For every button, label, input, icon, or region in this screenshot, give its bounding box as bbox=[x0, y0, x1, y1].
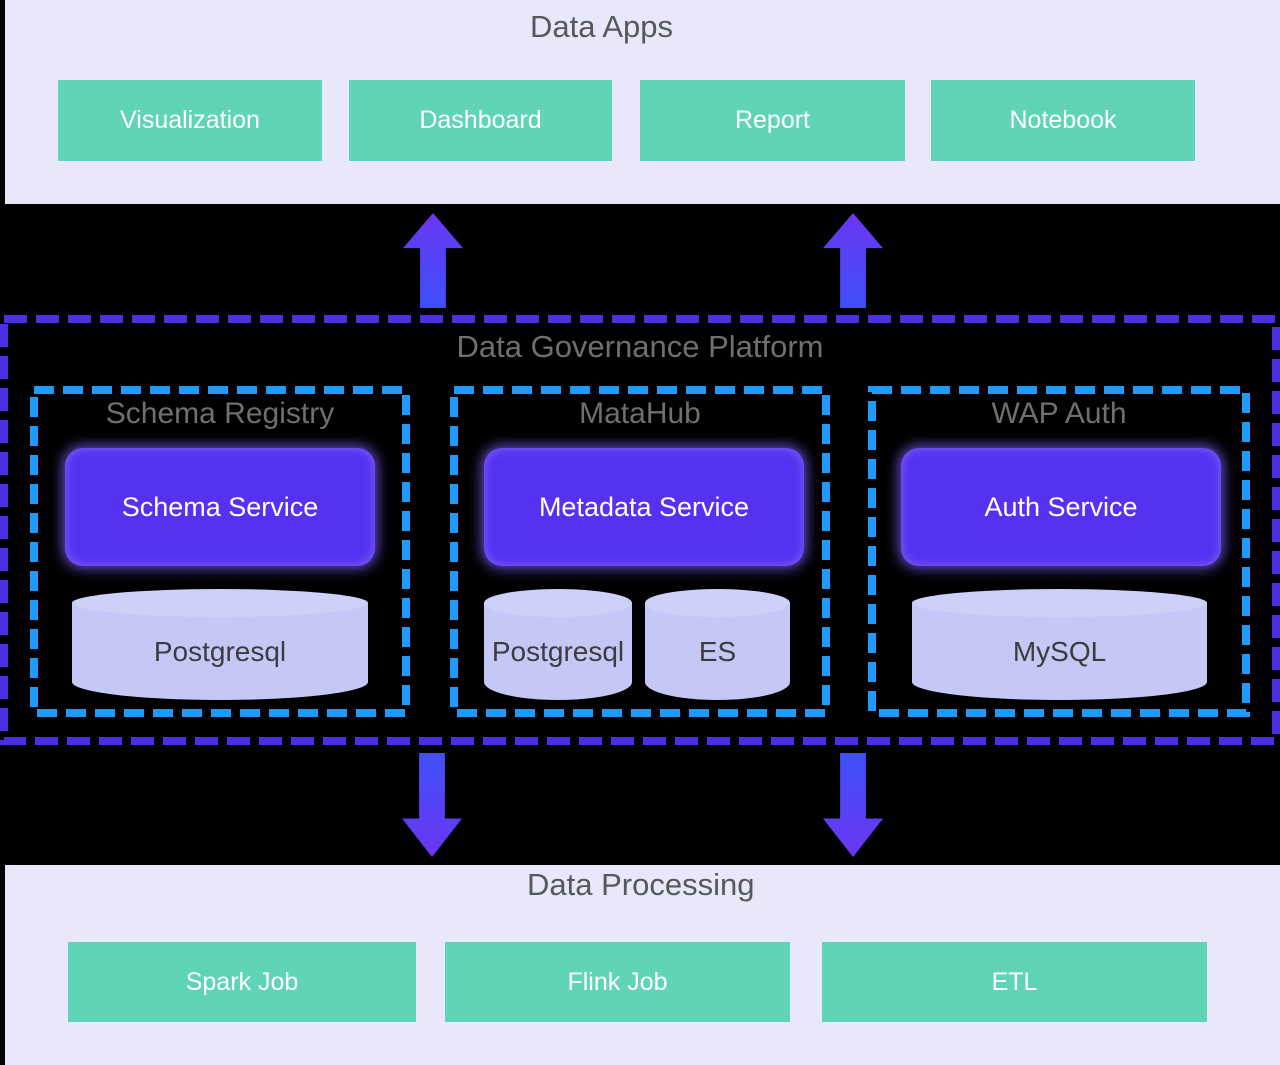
governance-platform-section: Data Governance Platform Schema Registry… bbox=[0, 315, 1280, 745]
visualization-label: Visualization bbox=[120, 106, 260, 134]
matahub-dashed-border bbox=[450, 386, 830, 717]
data-apps-section: Visualization Dashboard Report Notebook bbox=[5, 0, 1280, 204]
notebook-label: Notebook bbox=[1009, 106, 1117, 134]
etl-box: ETL bbox=[822, 942, 1207, 1022]
es-cylinder: ES bbox=[645, 589, 790, 700]
flink-job-label: Flink Job bbox=[567, 967, 668, 996]
flink-job-box: Flink Job bbox=[445, 942, 790, 1022]
postgresql-label: Postgresql bbox=[153, 635, 287, 667]
metadata-service-label: Metadata Service bbox=[538, 491, 750, 522]
notebook-box: Notebook bbox=[931, 80, 1195, 161]
wap-auth-title: WAP Auth bbox=[991, 397, 1127, 430]
governance-platform-title: Data Governance Platform bbox=[456, 329, 824, 364]
schema-registry-title: Schema Registry bbox=[105, 397, 335, 430]
visualization-box: Visualization bbox=[58, 80, 322, 161]
dashboard-label: Dashboard bbox=[419, 106, 542, 134]
spark-job-box: Spark Job bbox=[68, 942, 416, 1022]
wap-auth-dashed-border bbox=[868, 386, 1250, 717]
auth-service-label: Auth Service bbox=[984, 491, 1138, 522]
data-processing-section: Spark Job Flink Job ETL bbox=[5, 865, 1280, 1065]
auth-service-box: Auth Service bbox=[901, 448, 1221, 566]
report-box: Report bbox=[640, 80, 905, 161]
schema-registry-group: Schema Registry Schema Service Postgresq… bbox=[30, 386, 410, 717]
mysql-cylinder: MySQL bbox=[912, 589, 1207, 700]
schema-service-box: Schema Service bbox=[65, 448, 375, 566]
es-label: ES bbox=[698, 635, 737, 667]
data-processing-title: Data Processing bbox=[527, 867, 755, 902]
metadata-service-box: Metadata Service bbox=[484, 448, 804, 566]
etl-label: ETL bbox=[991, 967, 1038, 996]
data-apps-title: Data Apps bbox=[530, 9, 674, 44]
governance-dashed-border bbox=[0, 315, 1280, 745]
up-arrow-right bbox=[823, 213, 883, 308]
postgresql-cylinder: Postgresql bbox=[484, 589, 632, 700]
mysql-label: MySQL bbox=[1012, 635, 1107, 667]
matahub-group: MataHub Metadata Service Postgresql ES bbox=[450, 386, 830, 717]
schema-service-label: Schema Service bbox=[121, 491, 319, 522]
up-arrow-left bbox=[403, 213, 463, 308]
schema-registry-dashed-border bbox=[30, 386, 410, 717]
spark-job-label: Spark Job bbox=[185, 967, 299, 996]
down-arrow-right bbox=[823, 753, 883, 857]
postgresql-label: Postgresql bbox=[491, 635, 625, 667]
postgresql-cylinder: Postgresql bbox=[72, 589, 368, 700]
report-label: Report bbox=[734, 106, 811, 134]
wap-auth-group: WAP Auth Auth Service MySQL bbox=[868, 386, 1250, 717]
matahub-title: MataHub bbox=[579, 397, 701, 430]
down-arrow-left bbox=[402, 753, 462, 857]
dashboard-box: Dashboard bbox=[349, 80, 612, 161]
